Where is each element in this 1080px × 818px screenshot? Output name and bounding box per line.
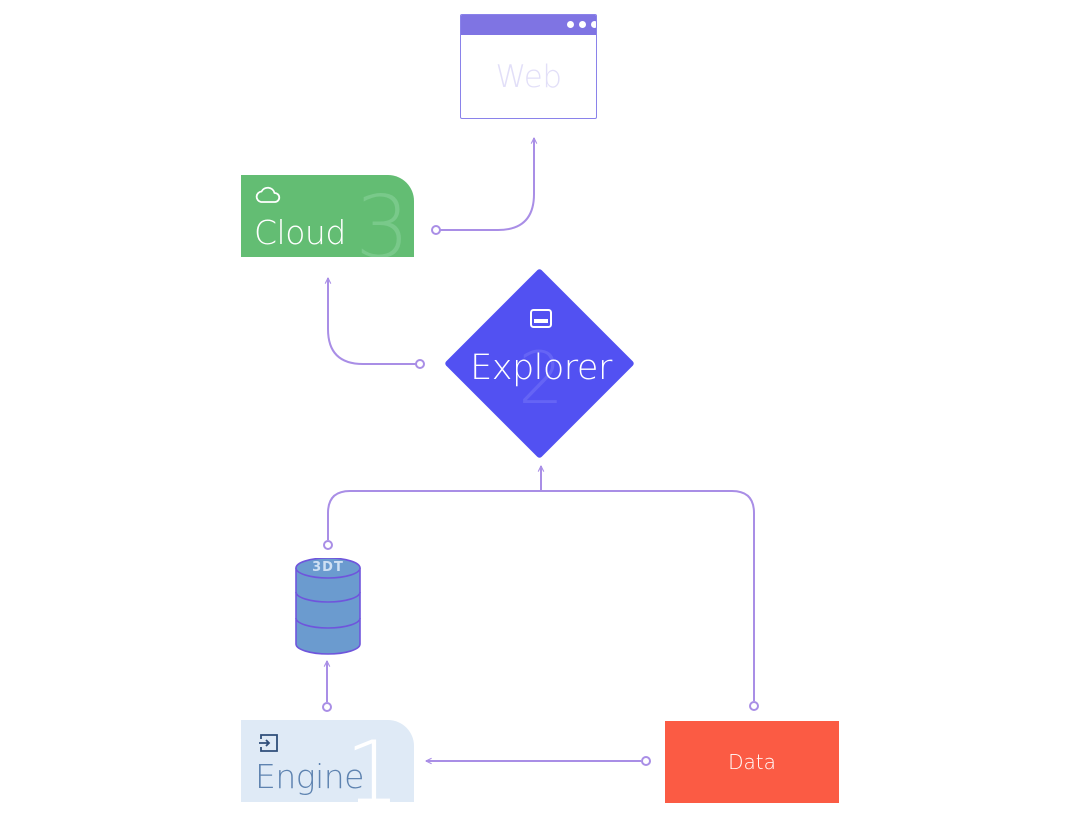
cloud-step-number: 3 [355, 178, 410, 257]
data-node[interactable]: Data [665, 721, 839, 803]
engine-label: Engine [255, 757, 364, 796]
cloud-icon [255, 186, 281, 203]
port-data-top [749, 701, 759, 711]
port-data-left [641, 756, 651, 766]
panel-icon [530, 309, 552, 328]
web-node[interactable]: Web [460, 14, 597, 119]
window-dot-icon [567, 21, 574, 28]
login-icon [259, 734, 278, 752]
edge-explorer-to-cloud [328, 278, 416, 365]
edge-database-to-explorer [327, 490, 755, 701]
cloud-node[interactable]: 3 Cloud [241, 175, 414, 257]
window-dot-icon [579, 21, 586, 28]
explorer-label: Explorer [470, 348, 612, 388]
engine-node[interactable]: 1 Engine [241, 720, 414, 802]
explorer-content: 2 Explorer [445, 268, 637, 460]
window-titlebar [461, 15, 596, 35]
port-cloud [431, 225, 441, 235]
web-label: Web [495, 59, 562, 95]
database-icon [295, 557, 361, 655]
cloud-label: Cloud [254, 213, 346, 252]
edge-cloud-to-web [440, 138, 534, 231]
port-database [323, 540, 333, 550]
window-dot-icon [591, 21, 596, 28]
data-label: Data [728, 750, 776, 774]
port-explorer [415, 359, 425, 369]
port-engine [322, 702, 332, 712]
database-node[interactable]: 3DT [293, 557, 363, 656]
database-label: 3DT [312, 560, 344, 575]
